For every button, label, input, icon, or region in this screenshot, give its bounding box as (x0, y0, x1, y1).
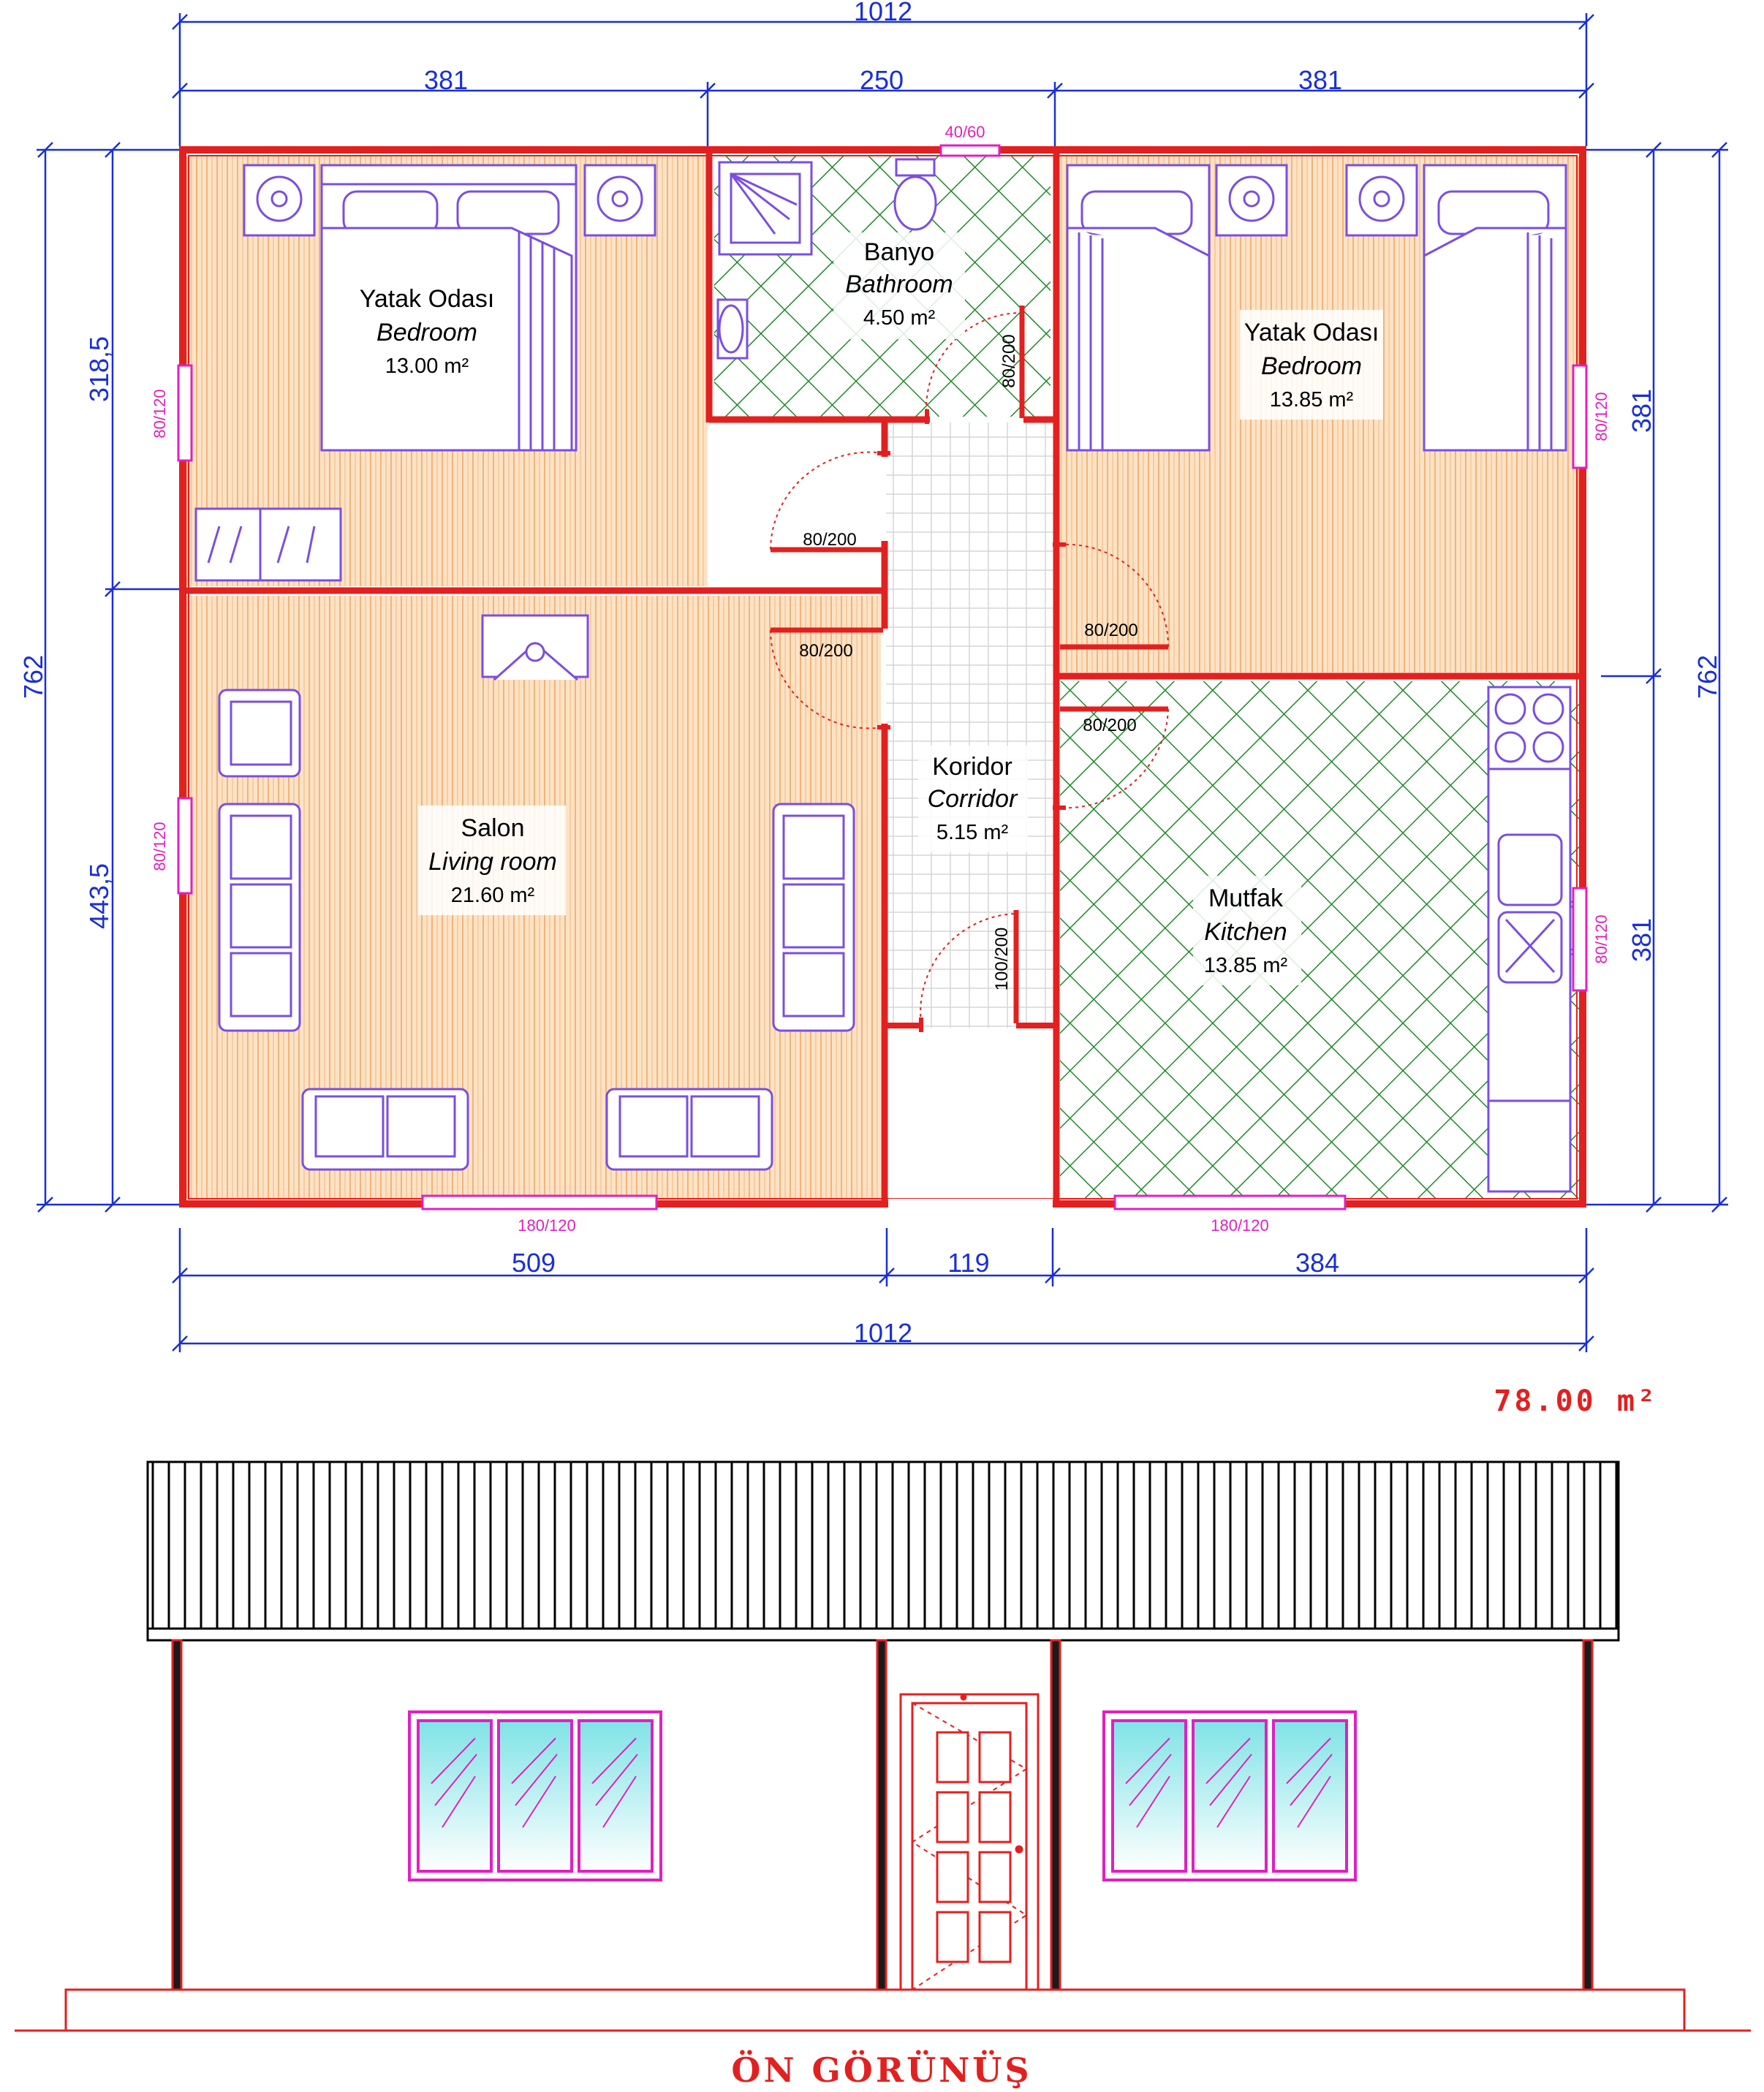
shower-icon (718, 161, 813, 256)
bedroom2-name-en: Bedroom (1261, 352, 1362, 380)
toilet-icon (893, 158, 937, 231)
door-bathroom-label: 80/200 (999, 334, 1019, 387)
door-living-label: 80/200 (799, 641, 852, 661)
dim-top-left: 381 (424, 65, 468, 95)
column (171, 1639, 183, 1991)
bathroom-area: 4.50 m² (863, 306, 936, 330)
bedroom1-window-label: 80/120 (151, 389, 169, 438)
bedroom1-window (177, 364, 193, 462)
front-elevation (15, 1460, 1751, 2032)
kitchen-window-side-label: 80/120 (1592, 914, 1610, 963)
door-bedroom2-label: 80/200 (1084, 621, 1137, 640)
living-window-side-label: 80/120 (151, 822, 169, 871)
kitchen-name-tr: Mutfak (1208, 884, 1284, 912)
total-area: 78.00 m² (1494, 1384, 1658, 1418)
bedroom2-window (1572, 364, 1588, 469)
nightstand-icon (243, 164, 656, 237)
kitchen-name-en: Kitchen (1204, 918, 1287, 946)
front-window-left (408, 1710, 662, 1881)
dim-bottom-middle: 119 (947, 1248, 989, 1278)
bedroom2-window-label: 80/120 (1592, 392, 1610, 441)
bathroom-name-en: Bathroom (845, 270, 953, 298)
door-kitchen-label: 80/200 (1083, 716, 1136, 735)
dim-left-lower: 443,5 (84, 863, 114, 929)
dim-top-middle: 250 (860, 65, 904, 95)
living-window-front (421, 1194, 658, 1210)
windows (177, 144, 1588, 1210)
front-window-right (1102, 1710, 1357, 1881)
dim-top-overall: 1012 (854, 0, 912, 26)
bedroom1-area: 13.00 m² (385, 355, 469, 378)
dim-top-right: 381 (1298, 65, 1342, 95)
corridor-floor-lower (886, 1028, 1054, 1199)
column (1050, 1639, 1061, 1991)
nightstand-icon (1215, 164, 1418, 237)
kitchen-counter-icon (1487, 686, 1572, 1193)
room-labels: Yatak Odası Bedroom 13.00 m² Banyo Bathr… (344, 232, 1383, 985)
living-area: 21.60 m² (451, 884, 535, 907)
column (1582, 1639, 1594, 1991)
corridor-floor (886, 422, 1054, 1028)
door-bedroom1-label: 80/200 (803, 530, 856, 550)
bathroom-window (939, 144, 1001, 157)
single-bed-icon (1066, 164, 1567, 452)
corridor-name-tr: Koridor (932, 753, 1012, 781)
sink-icon (716, 298, 749, 360)
dim-right-lower: 381 (1627, 918, 1657, 962)
bedroom1-name-en: Bedroom (376, 319, 477, 346)
kitchen-window-front (1113, 1194, 1347, 1210)
roof (146, 1460, 1620, 1642)
living-name-en: Living room (428, 848, 557, 876)
door-entrance-label: 100/200 (992, 928, 1012, 991)
dim-bottom-overall: 1012 (854, 1318, 912, 1348)
wardrobe-icon (194, 507, 342, 582)
front-view-title: ÖN GÖRÜNÜŞ (731, 2050, 1031, 2090)
walls (179, 146, 1586, 1208)
column (876, 1639, 887, 1991)
dim-left-overall: 762 (18, 655, 48, 699)
kitchen-window-side (1572, 887, 1588, 992)
kitchen-area: 13.85 m² (1204, 954, 1288, 977)
bathroom-name-tr: Banyo (864, 238, 934, 266)
sofa-icon (218, 689, 855, 1171)
dim-bottom-right: 384 (1295, 1248, 1339, 1278)
living-name-tr: Salon (461, 814, 525, 842)
dimension-lines (37, 13, 1728, 1352)
kitchen-window-front-label: 180/120 (1211, 1216, 1269, 1235)
tv-unit-icon (481, 614, 589, 681)
doors (770, 306, 1170, 1032)
living-window-front-label: 180/120 (518, 1216, 576, 1235)
entrance-gap (888, 1199, 1053, 1209)
bathroom-window-label: 40/60 (945, 123, 985, 141)
corridor-name-en: Corridor (928, 785, 1018, 813)
living-window-side (177, 797, 193, 895)
dim-right-upper: 381 (1627, 389, 1657, 433)
bedroom2-name-tr: Yatak Odası (1244, 319, 1379, 346)
foundation (64, 1988, 1686, 2032)
dim-right-overall: 762 (1692, 655, 1722, 699)
bedroom2-area: 13.85 m² (1270, 388, 1354, 412)
front-door (899, 1693, 1040, 1991)
bedroom1-name-tr: Yatak Odası (360, 285, 495, 313)
dim-bottom-left: 509 (512, 1248, 556, 1278)
corridor-area: 5.15 m² (936, 821, 1009, 844)
dim-left-upper: 318,5 (84, 336, 114, 402)
